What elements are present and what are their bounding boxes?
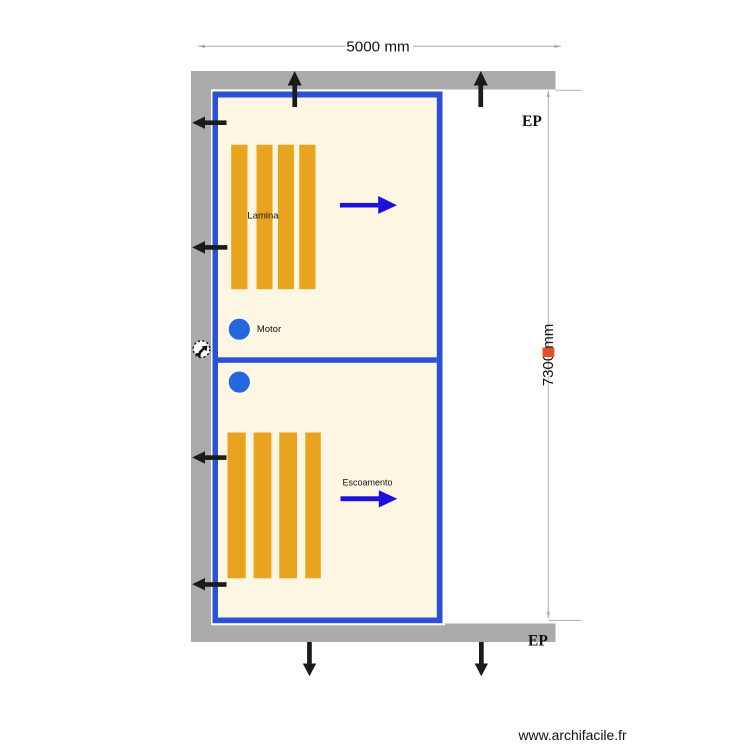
- svg-text:5000 mm: 5000 mm: [346, 38, 409, 55]
- svg-text:EP: EP: [522, 113, 542, 130]
- svg-text:Motor: Motor: [257, 324, 281, 335]
- svg-text:Escoamento: Escoamento: [342, 477, 392, 487]
- svg-text:www.archifacile.fr: www.archifacile.fr: [518, 727, 627, 743]
- svg-text:Lamina: Lamina: [247, 211, 279, 222]
- svg-text:EP: EP: [528, 633, 548, 650]
